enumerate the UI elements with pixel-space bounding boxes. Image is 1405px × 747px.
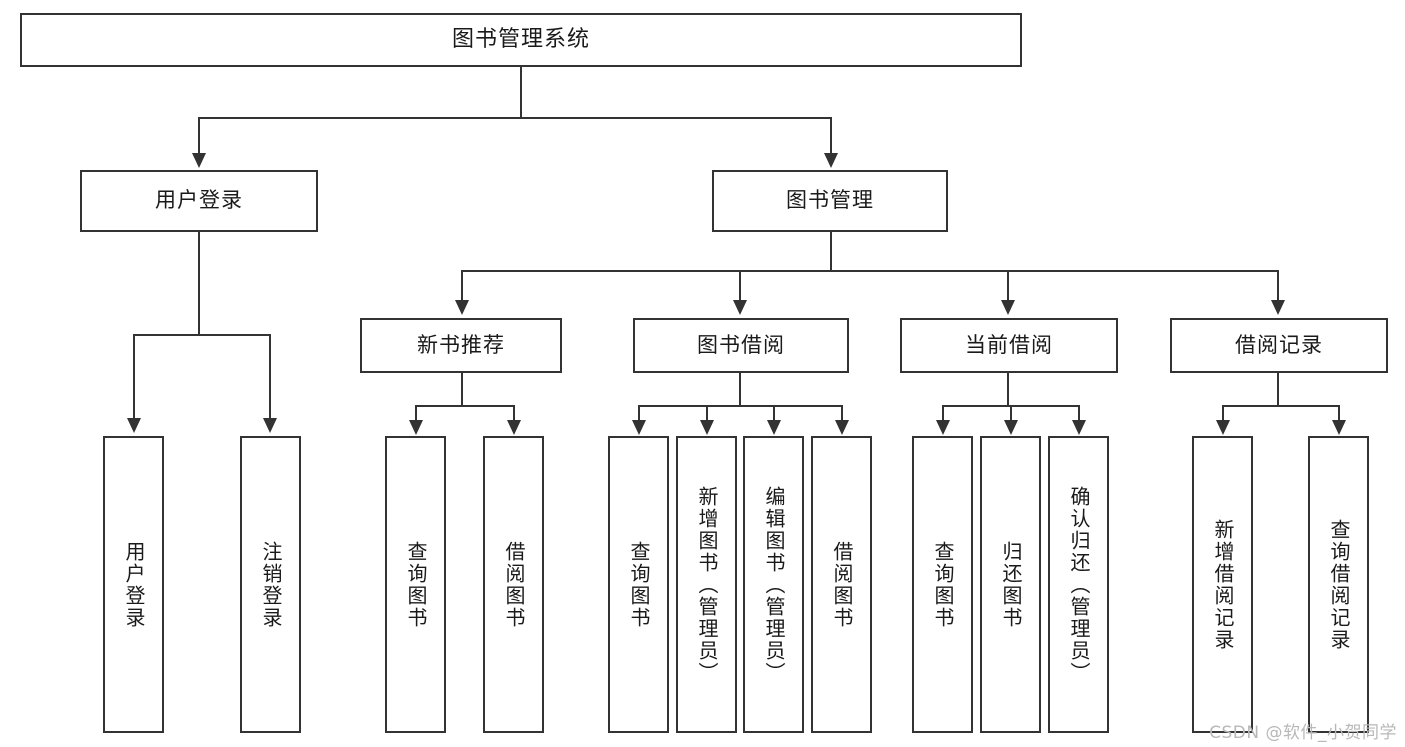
arrow-down-icon [733,300,747,315]
connector-borrow-stem [739,373,741,407]
arrow-down-icon [700,420,714,435]
arrow-down-icon [1004,420,1018,435]
node-user-login[interactable]: 用户登录 [80,170,318,232]
arrow-down-icon [1072,420,1086,435]
connector-userlogin-bus [133,334,270,336]
arrow-down-icon [455,300,469,315]
node-label: 新增借阅记录 [1211,518,1235,651]
leaf-current-return-book[interactable]: 归还图书 [980,436,1041,733]
connector-borrow-drop-3 [841,405,843,422]
node-label: 查询借阅记录 [1327,518,1351,651]
connector-bookmgmt-drop-2 [1007,270,1009,302]
leaf-current-confirm-return-admin[interactable]: 确认归还（管理员） [1048,436,1109,733]
connector-bookmgmt-drop-1 [739,270,741,302]
connector-recommend-stem [461,373,463,407]
connector-current-drop-1 [1010,405,1012,422]
connector-recommend-bus [415,405,515,407]
node-label: 用户登录 [155,188,243,213]
csdn-watermark: CSDN @软件_小贺同学 [1209,723,1397,743]
connector-current-stem [1007,373,1009,407]
connector-userlogin-stem [198,232,200,336]
leaf-record-add-borrow-record[interactable]: 新增借阅记录 [1192,436,1253,733]
leaf-borrow-borrow-book[interactable]: 借阅图书 [811,436,872,733]
node-borrow-record[interactable]: 借阅记录 [1170,318,1388,373]
leaf-borrow-edit-book-admin[interactable]: 编辑图书（管理员） [743,436,804,733]
node-label: 归还图书 [999,540,1023,629]
leaf-user-login[interactable]: 用户登录 [103,436,164,733]
node-new-book-recommend[interactable]: 新书推荐 [360,318,562,373]
connector-current-drop-0 [942,405,944,422]
node-label: 图书管理 [786,188,874,213]
arrow-down-icon [835,420,849,435]
arrow-down-icon [632,420,646,435]
connector-bookmgmt-bus [461,270,1279,272]
connector-borrow-bus [638,405,843,407]
connector-record-drop-0 [1222,405,1224,422]
connector-bookmgmt-drop-3 [1277,270,1279,302]
connector-root-drop-1 [830,117,832,155]
arrow-down-icon [824,153,838,168]
node-label: 查询图书 [627,540,651,629]
node-label: 图书管理系统 [451,26,590,52]
connector-recommend-drop-0 [415,405,417,422]
node-current-borrow[interactable]: 当前借阅 [900,318,1118,373]
node-label: 查询图书 [931,540,955,629]
node-label: 图书借阅 [697,332,785,357]
leaf-borrow-query-book[interactable]: 查询图书 [608,436,669,733]
arrow-down-icon [409,420,423,435]
connector-record-bus [1222,405,1340,407]
leaf-logout[interactable]: 注销登录 [240,436,301,733]
node-label: 新书推荐 [417,332,505,357]
arrow-down-icon [192,153,206,168]
node-book-management[interactable]: 图书管理 [712,170,948,232]
arrow-down-icon [507,420,521,435]
connector-borrow-drop-0 [638,405,640,422]
connector-root-stem [520,67,522,118]
connector-root-drop-0 [198,117,200,155]
node-label: 编辑图书（管理员） [762,485,786,684]
connector-root-bus [198,117,832,119]
leaf-borrow-add-book-admin[interactable]: 新增图书（管理员） [676,436,737,733]
leaf-recommend-borrow-book[interactable]: 借阅图书 [483,436,544,733]
connector-userlogin-drop-1 [269,334,271,420]
connector-borrow-drop-2 [773,405,775,422]
node-label: 用户登录 [122,540,146,629]
connector-borrow-drop-1 [706,405,708,422]
arrow-down-icon [127,418,141,433]
node-label: 查询图书 [404,540,428,629]
leaf-current-query-book[interactable]: 查询图书 [912,436,973,733]
arrow-down-icon [936,420,950,435]
arrow-down-icon [767,420,781,435]
node-root-library-system[interactable]: 图书管理系统 [20,13,1022,67]
arrow-down-icon [1271,300,1285,315]
arrow-down-icon [1216,420,1230,435]
connector-record-drop-1 [1338,405,1340,422]
node-label: 当前借阅 [965,332,1053,357]
connector-record-stem [1277,373,1279,407]
arrow-down-icon [263,418,277,433]
node-label: 借阅图书 [502,540,526,629]
connector-current-drop-2 [1078,405,1080,422]
leaf-recommend-query-book[interactable]: 查询图书 [385,436,446,733]
connector-recommend-drop-1 [513,405,515,422]
node-label: 借阅图书 [830,540,854,629]
arrow-down-icon [1001,300,1015,315]
arrow-down-icon [1332,420,1346,435]
node-book-borrow[interactable]: 图书借阅 [633,318,849,373]
node-label: 注销登录 [259,540,283,629]
node-label: 确认归还（管理员） [1067,485,1091,684]
node-label: 借阅记录 [1235,332,1323,357]
connector-userlogin-drop-0 [133,334,135,420]
node-label: 新增图书（管理员） [695,485,719,684]
leaf-record-query-borrow-record[interactable]: 查询借阅记录 [1308,436,1369,733]
connector-bookmgmt-stem [830,232,832,272]
connector-bookmgmt-drop-0 [461,270,463,302]
